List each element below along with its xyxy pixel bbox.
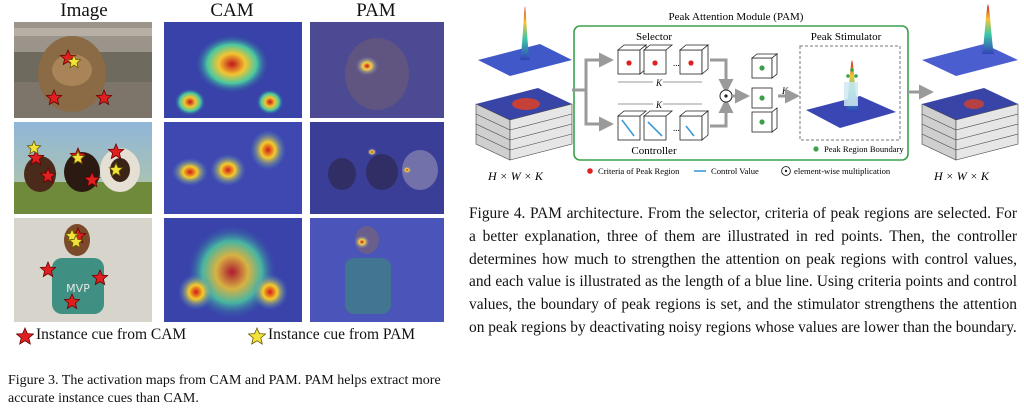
pam-architecture-diagram: H × W × K Peak Attention Module (PAM) Se… — [475, 4, 1019, 183]
peak-boundary-label: Peak Region Boundary — [824, 144, 904, 154]
red-star-icon — [95, 88, 113, 106]
red-star-icon — [83, 170, 101, 188]
svg-text:K: K — [655, 78, 663, 88]
red-star-icon — [16, 327, 34, 345]
figure-3-caption: Figure 3. The activation maps from CAM a… — [8, 373, 441, 406]
red-star-icon — [39, 260, 57, 278]
row-child: MVP — [14, 218, 444, 322]
red-star-icon — [39, 166, 57, 184]
svg-text:MVP: MVP — [66, 282, 90, 295]
yellow-star-icon — [66, 53, 82, 69]
selector-label: Selector — [636, 31, 672, 43]
header-pam: PAM — [356, 0, 396, 21]
red-star-icon — [107, 142, 125, 160]
figure-4-caption: Figure 4. PAM architecture. From the sel… — [469, 205, 1017, 336]
yellow-star-icon — [108, 161, 124, 177]
red-star-icon — [45, 88, 63, 106]
red-star-icon — [91, 268, 109, 286]
yellow-star-icon — [70, 149, 86, 165]
red-star-icon — [63, 292, 81, 310]
figure-3-panels: MVP — [14, 22, 444, 322]
controller-cubes — [616, 110, 710, 141]
instance-cue-stars — [26, 48, 125, 310]
fig3-legend: Instance cue from CAM Instance cue from … — [14, 326, 454, 348]
input-feature-stack — [475, 6, 573, 161]
stimulator-box — [799, 45, 901, 141]
yellow-star-icon — [26, 139, 42, 155]
red-dot-icon — [587, 168, 593, 174]
header-image: Image — [60, 0, 108, 21]
shape-left-label: H × W × K — [487, 169, 544, 183]
row-dog — [14, 22, 444, 118]
red-star-icon — [27, 148, 45, 166]
legend-control: Control Value — [711, 166, 759, 176]
yellow-star-icon — [248, 327, 266, 345]
legend-cam-label: Instance cue from CAM — [36, 326, 187, 343]
header-cam: CAM — [210, 0, 254, 21]
controller-label: Controller — [631, 145, 677, 157]
selector-cubes — [616, 44, 710, 75]
row-cows — [14, 122, 444, 214]
pam-module-title: Peak Attention Module (PAM) — [669, 11, 804, 23]
svg-text:K: K — [655, 100, 663, 110]
boundary-cubes — [750, 53, 779, 133]
svg-text:...: ... — [673, 58, 680, 68]
legend-pam-label: Instance cue from PAM — [268, 326, 416, 343]
legend-multiplication: element-wise multiplication — [794, 166, 891, 176]
legend-criteria: Criteria of Peak Region — [598, 166, 680, 176]
stimulator-label: Peak Stimulator — [811, 31, 882, 43]
shape-right-label: H × W × K — [933, 169, 990, 183]
yellow-star-icon — [68, 233, 84, 249]
svg-text:...: ... — [673, 123, 680, 133]
output-feature-stack — [921, 4, 1019, 161]
